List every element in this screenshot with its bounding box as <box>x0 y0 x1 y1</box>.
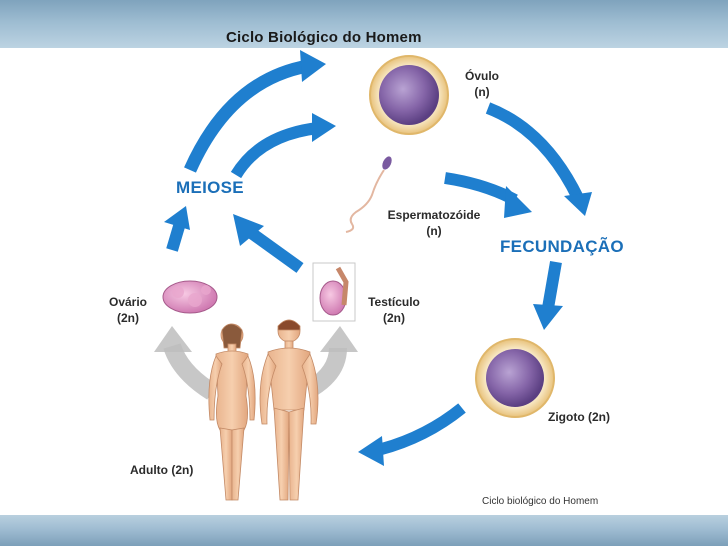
testiculo-ploidy: (2n) <box>383 311 405 325</box>
label-zigoto: Zigoto (2n) <box>548 410 610 424</box>
arrow-adult-to-ovario <box>154 326 217 400</box>
man-figure-icon <box>259 319 319 501</box>
espermatozoide-text: Espermatozóide <box>387 208 481 222</box>
label-espermatozoide: Espermatozóide (n) <box>374 207 494 239</box>
ovulo-text: Óvulo <box>464 69 499 83</box>
label-fecundacao: FECUNDAÇÃO <box>500 237 624 256</box>
label-ovulo: Óvulo (n) <box>458 68 506 100</box>
testiculo-text: Testículo <box>368 295 420 309</box>
sperm-icon <box>345 156 392 233</box>
arrow-ovulo-to-fecundacao <box>485 102 592 216</box>
slide-title: Ciclo Biológico do Homem <box>226 29 422 46</box>
label-ovario: Ovário (2n) <box>102 294 154 326</box>
arrow-meiose-to-ovulo <box>184 50 326 173</box>
arrow-adult-to-testiculo <box>307 326 358 396</box>
testicle-icon <box>312 262 356 322</box>
zygote-icon <box>475 338 555 418</box>
ovary-icon <box>162 280 218 314</box>
arrow-ovario-to-meiose <box>164 206 190 252</box>
figure-caption: Ciclo biológico do Homem <box>482 496 599 507</box>
label-testiculo: Testículo (2n) <box>358 294 430 326</box>
label-adulto: Adulto (2n) <box>130 463 194 477</box>
arrow-fecundacao-to-zigoto <box>533 260 563 330</box>
ovario-ploidy: (2n) <box>117 311 139 325</box>
arrow-meiose-to-espermatozoide <box>230 113 336 179</box>
espermatozoide-ploidy: (n) <box>426 224 442 238</box>
arrow-testiculo-to-meiose <box>233 214 304 273</box>
ovum-icon <box>369 55 449 135</box>
ovulo-ploidy: (n) <box>474 85 490 99</box>
slide-bottom-bar <box>0 515 728 546</box>
woman-figure-icon <box>208 323 256 501</box>
arrow-espermatozoide-to-fecundacao <box>444 172 532 218</box>
label-meiose: MEIOSE <box>176 178 244 197</box>
arrow-zigoto-to-adulto <box>358 403 466 466</box>
slide-top-bar <box>0 0 728 48</box>
ovario-text: Ovário <box>108 295 147 309</box>
diagram-area <box>0 48 728 515</box>
